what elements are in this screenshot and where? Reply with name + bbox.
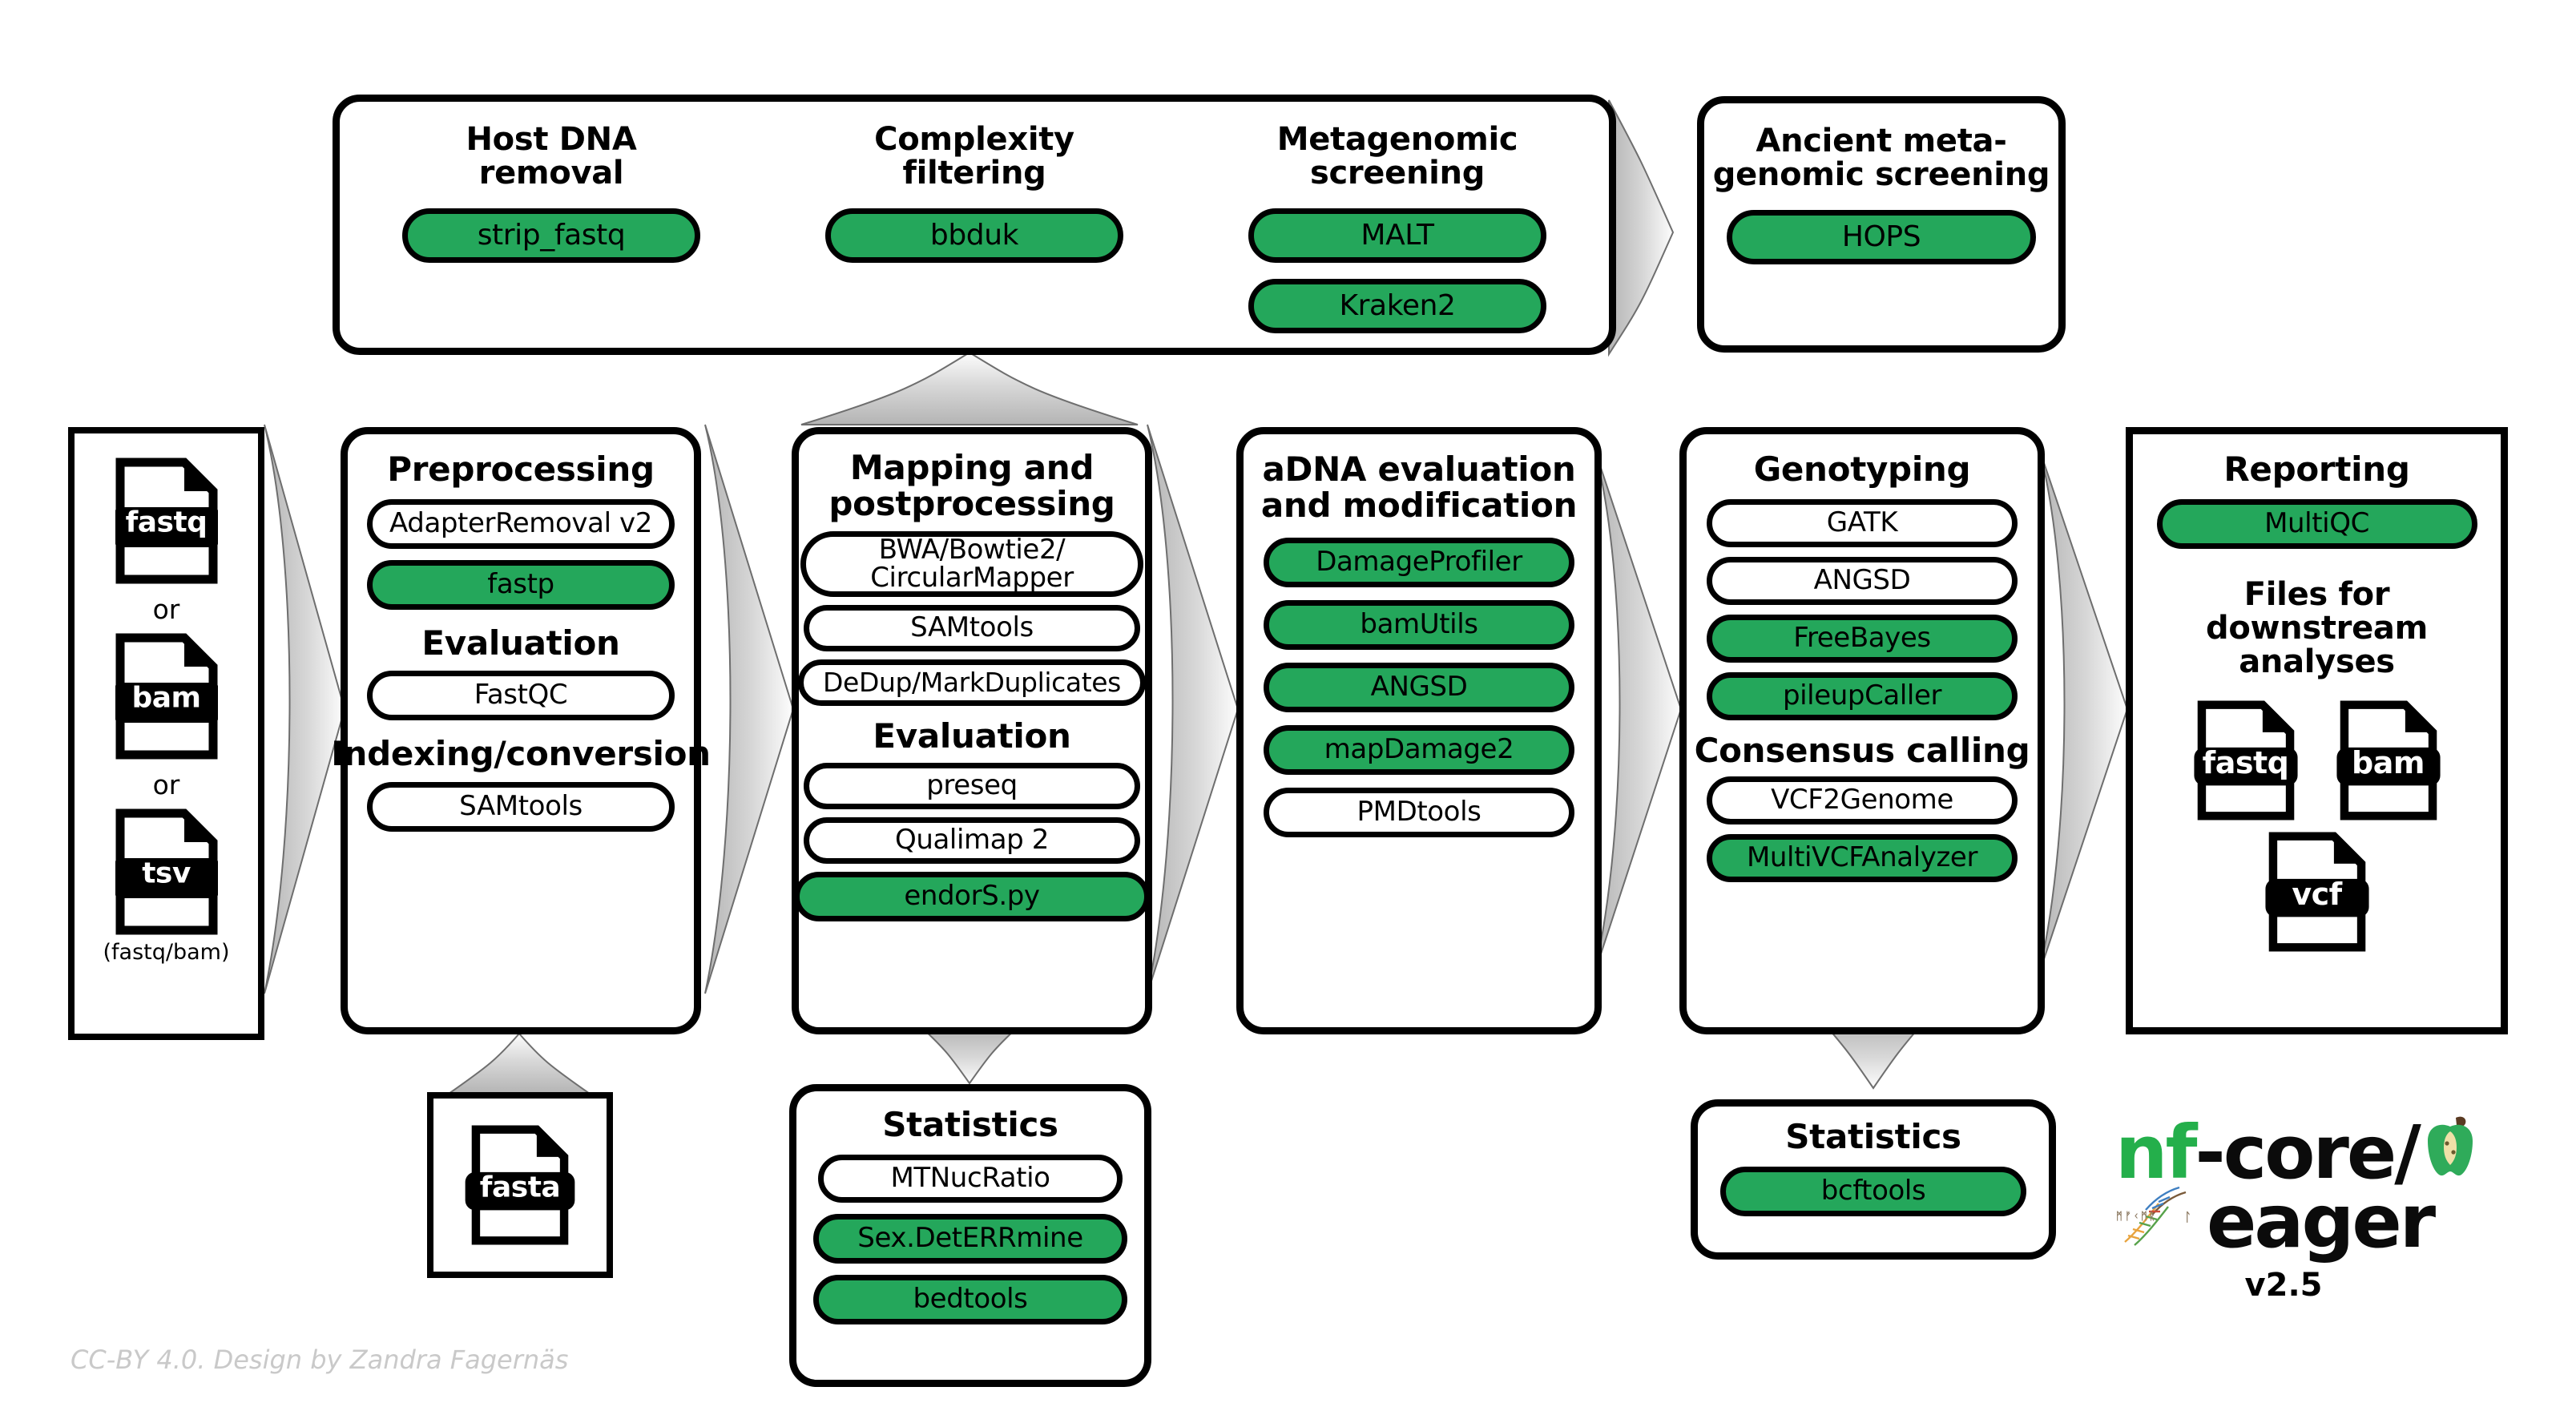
panel-title: Reporting (2223, 450, 2410, 489)
tool-pill-samtools-preproc[interactable]: SAMtools (367, 781, 675, 832)
downstream-file-row: fastq bam (2186, 700, 2449, 820)
tool-pill-angsd-adna[interactable]: ANGSD (1264, 663, 1574, 713)
arrow-mapping-to-statistics (919, 1026, 1020, 1085)
tool-pill-dedup-markduplicates[interactable]: DeDup/MarkDuplicates (798, 659, 1146, 707)
group-heading-evaluation: Evaluation (873, 716, 1071, 756)
tool-pill-hops[interactable]: HOPS (1727, 209, 2036, 264)
arrow-input-to-preprocessing (264, 424, 346, 994)
file-icon-bam: bam (111, 633, 221, 760)
or-separator-2: or (152, 769, 180, 800)
tool-pill-pmdtools[interactable]: PMDtools (1264, 788, 1574, 838)
tool-pill-multivcfanalyzer[interactable]: MultiVCFAnalyzer (1707, 834, 2018, 883)
apple-core-icon (2425, 1115, 2475, 1190)
svg-text:ᛗ: ᛗ (2116, 1211, 2122, 1223)
statistics-genotyping-panel: Statistics bcftools (1691, 1099, 2056, 1260)
tool-pill-bcftools[interactable]: bcftools (1720, 1166, 2026, 1216)
arrow-genotyping-to-reporting (2038, 448, 2129, 974)
tool-pill-multiqc[interactable]: MultiQC (2156, 498, 2477, 549)
credit-text: CC-BY 4.0. Design by Zandra Fagernäs (71, 1345, 569, 1375)
genotyping-panel: Genotyping GATK ANGSD FreeBayes pileupCa… (1679, 427, 2045, 1034)
group-heading-consensus: Consensus calling (1694, 730, 2030, 770)
file-icon-bam: bam (2328, 700, 2449, 820)
file-icon-vcf: vcf (2257, 832, 2377, 952)
file-icon-fasta: fasta (463, 1125, 577, 1245)
tool-pill-pileupcaller[interactable]: pileupCaller (1707, 671, 2018, 720)
tool-pill-damageprofiler[interactable]: DamageProfiler (1264, 538, 1574, 588)
panel-title: Preprocessing (387, 450, 655, 489)
arrow-screening-to-ancient (1608, 99, 1675, 357)
tool-pill-qualimap2[interactable]: Qualimap 2 (804, 816, 1140, 864)
panel-title: Statistics (882, 1105, 1058, 1144)
tool-pill-kraken2[interactable]: Kraken2 (1248, 278, 1546, 333)
group-heading-evaluation: Evaluation (421, 623, 620, 663)
logo-core: -core/ (2195, 1109, 2421, 1195)
group-heading-indexing: Indexing/conversion (331, 734, 711, 774)
nf-core-eager-logo: nf-core/ (2115, 1115, 2516, 1304)
logo-version: v2.5 (2244, 1267, 2323, 1304)
tool-pill-mapdamage2[interactable]: mapDamage2 (1264, 725, 1574, 776)
input-files-panel: fastq or bam or tsv (fastq/bam) (68, 427, 264, 1040)
file-icon-fastq: fastq (111, 458, 221, 584)
tool-pill-bwa-bowtie2-circularmapper[interactable]: BWA/Bowtie2/CircularMapper (800, 531, 1143, 598)
tool-pill-sex-determine[interactable]: Sex.DetERRmine (813, 1213, 1127, 1264)
tool-pill-malt[interactable]: MALT (1248, 208, 1546, 263)
svg-text:ᛚ: ᛚ (2184, 1210, 2190, 1224)
file-icon-fastq: fastq (2186, 700, 2306, 820)
tool-pill-fastqc[interactable]: FastQC (367, 671, 675, 721)
statistics-mapping-panel: Statistics MTNucRatio Sex.DetERRmine bed… (789, 1084, 1151, 1387)
downstream-file-row-2: vcf (2257, 832, 2377, 952)
tool-pill-angsd-geno[interactable]: ANGSD (1707, 556, 2018, 605)
reference-fasta-panel: fasta (427, 1092, 613, 1278)
tool-pill-mtnucratio[interactable]: MTNucRatio (818, 1154, 1123, 1203)
svg-text:ᚲ: ᚲ (2133, 1211, 2138, 1223)
tool-pill-samtools-mapping[interactable]: SAMtools (804, 605, 1140, 652)
tool-pill-gatk[interactable]: GATK (1707, 498, 2018, 547)
tool-pill-bedtools[interactable]: bedtools (813, 1274, 1127, 1324)
arrow-genotyping-to-statistics (1818, 1018, 1929, 1090)
arrow-mapping-to-screening (800, 351, 1139, 425)
arrow-preprocessing-to-mapping (704, 424, 795, 994)
tool-pill-preseq[interactable]: preseq (804, 762, 1140, 809)
tool-pill-bamutils[interactable]: bamUtils (1264, 600, 1574, 651)
panel-title: Ancient meta-genomic screening (1712, 123, 2050, 194)
arrow-adna-to-genotyping (1594, 448, 1683, 974)
logo-line-1: nf-core/ (2115, 1115, 2516, 1190)
or-separator-1: or (152, 594, 180, 625)
logo-eager: eager (2207, 1179, 2436, 1264)
tool-pill-strip-fastq[interactable]: strip_fastq (402, 208, 700, 263)
tool-pill-adapterremoval[interactable]: AdapterRemoval v2 (367, 498, 675, 549)
tool-pill-endors-py[interactable]: endorS.py (794, 871, 1150, 921)
panel-title: Genotyping (1753, 450, 1971, 489)
tool-pill-bbduk[interactable]: bbduk (825, 208, 1123, 263)
tool-pill-freebayes[interactable]: FreeBayes (1707, 614, 2018, 663)
preprocessing-panel: Preprocessing AdapterRemoval v2 fastp Ev… (331, 427, 711, 1034)
input-note: (fastq/bam) (103, 940, 230, 965)
arrow-mapping-to-adna (1147, 424, 1240, 994)
logo-nf: nf (2115, 1109, 2198, 1195)
tool-pill-vcf2genome[interactable]: VCF2Genome (1707, 776, 2018, 825)
arrow-reference-to-preprocessing (445, 1032, 593, 1095)
tool-pill-fastp[interactable]: fastp (367, 559, 675, 610)
panel-title: Statistics (1785, 1117, 1961, 1156)
file-icon-tsv: tsv (111, 808, 221, 935)
ancient-screening-panel: Ancient meta-genomic screening HOPS (1697, 96, 2066, 353)
svg-text:ᚠ: ᚠ (2125, 1211, 2131, 1223)
